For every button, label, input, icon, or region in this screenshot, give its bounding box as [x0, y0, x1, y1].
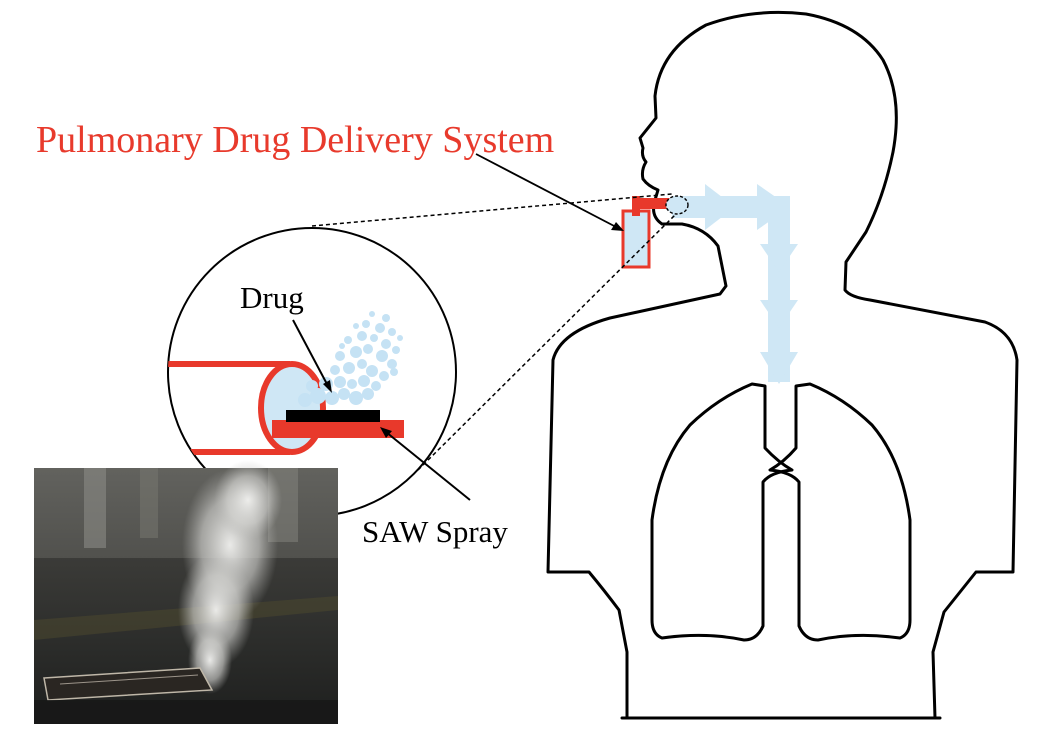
airflow-arrowhead-down-1 [760, 244, 798, 272]
inhaler-mouthpiece [632, 198, 670, 209]
mouth-opening [665, 195, 689, 215]
airflow-arrowhead-down-3 [760, 352, 798, 384]
inhaler-canister [621, 209, 651, 269]
magnified-view [167, 227, 457, 517]
zoom-lines [311, 193, 677, 471]
body-outline [546, 10, 1019, 720]
diagram-title: Pulmonary Drug Delivery System [36, 119, 554, 161]
saw-substrate [272, 420, 404, 438]
airflow-vertical-shaft [768, 196, 790, 382]
airflow-arrowhead-right-1 [705, 184, 735, 230]
airflow-arrows [672, 184, 798, 384]
saw-chip [286, 410, 380, 422]
saw-spray-photo [34, 460, 338, 724]
left-lung [650, 382, 794, 642]
tube-opening [258, 361, 326, 455]
human-silhouette [546, 10, 1019, 720]
inhaler-device [621, 195, 689, 269]
saw-spray-label: SAW Spray [362, 514, 508, 549]
saw-chip-photo [43, 667, 214, 701]
right-lung [768, 382, 912, 642]
drug-label: Drug [240, 280, 304, 315]
title-pointer [475, 153, 624, 231]
airflow-arrowhead-down-2 [760, 300, 798, 328]
inhaler-nozzle [632, 196, 640, 216]
saw-spray-pointer [380, 427, 471, 501]
